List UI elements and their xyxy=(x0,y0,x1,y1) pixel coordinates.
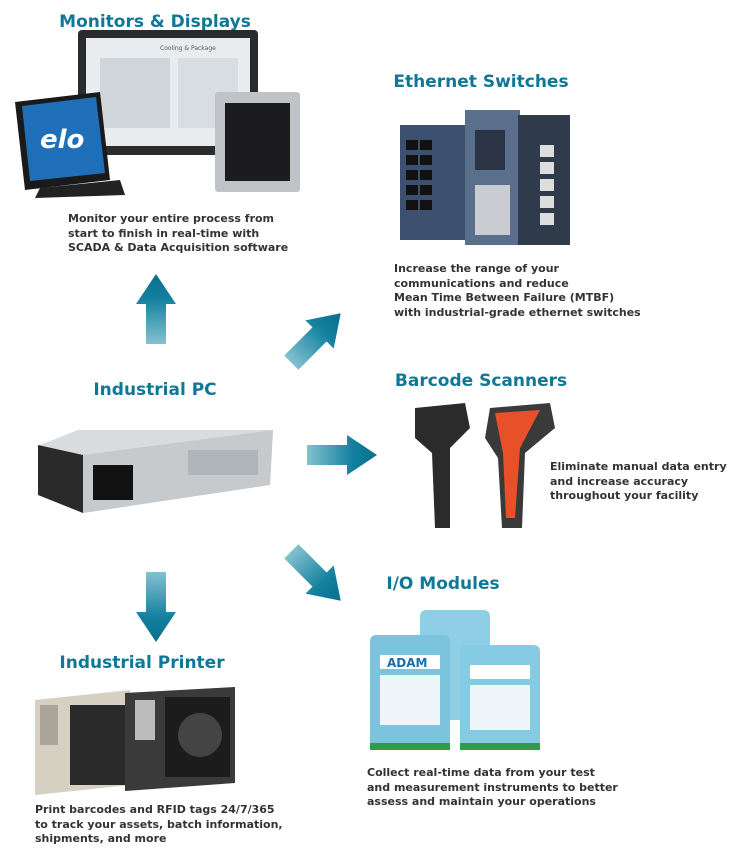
monitors-image: Cooling & Package elo xyxy=(10,30,300,198)
io-modules-image: ADAM xyxy=(365,605,547,755)
io-title: I/O Modules xyxy=(386,574,500,594)
barcode-description: Eliminate manual data entry and increase… xyxy=(550,460,727,502)
io-description: Collect real-time data from your test an… xyxy=(367,766,618,808)
arrow-right-icon xyxy=(307,435,377,475)
barcode-scanner-image xyxy=(410,398,560,533)
adam-logo: ADAM xyxy=(387,656,427,670)
printer-description: Print barcodes and RFID tags 24/7/365 to… xyxy=(35,803,283,845)
industrial-pc-title: Industrial PC xyxy=(93,380,217,400)
printer-title: Industrial Printer xyxy=(59,653,225,673)
arrow-down-icon xyxy=(136,572,176,642)
screen-title: Cooling & Package xyxy=(160,45,216,52)
industrial-printer-image xyxy=(30,685,240,797)
ethernet-switch-image xyxy=(400,100,572,250)
barcode-title: Barcode Scanners xyxy=(394,371,568,391)
arrow-down-right-icon xyxy=(277,537,355,615)
arrow-up-icon xyxy=(136,274,176,344)
ethernet-title: Ethernet Switches xyxy=(393,72,569,92)
ethernet-description: Increase the range of your communication… xyxy=(394,262,641,319)
arrow-up-right-icon xyxy=(277,299,355,377)
elo-logo: elo xyxy=(40,125,84,155)
industrial-pc-image xyxy=(38,425,273,517)
monitors-title: Monitors & Displays xyxy=(59,12,251,32)
monitors-description: Monitor your entire process from start t… xyxy=(68,212,289,254)
